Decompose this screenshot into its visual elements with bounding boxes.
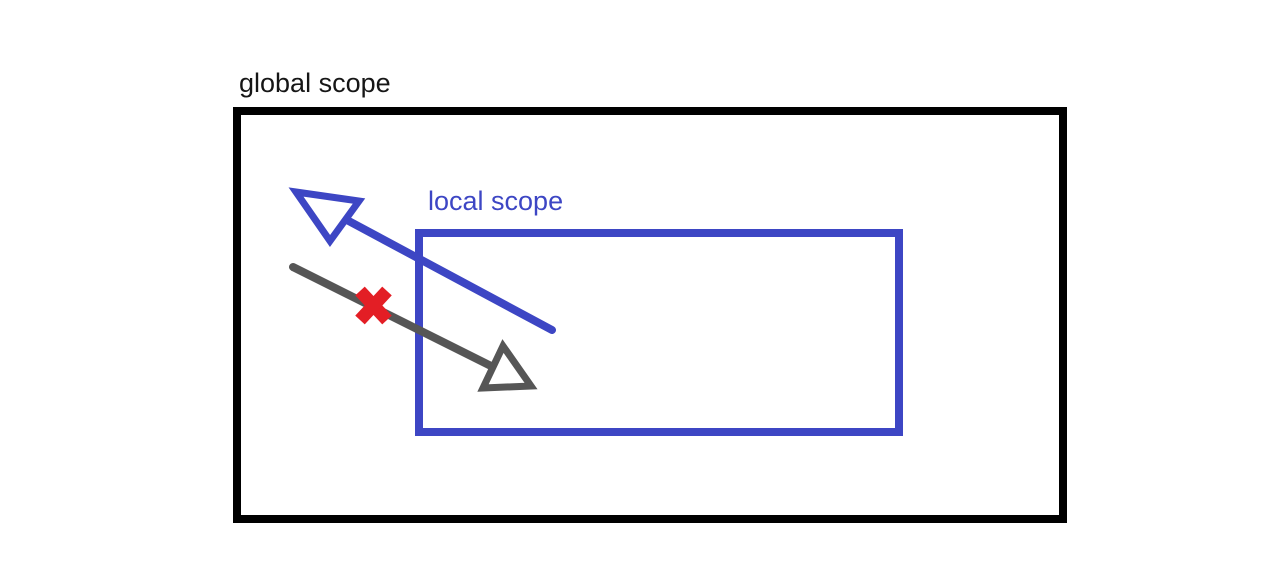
global-to-local-arrow	[289, 263, 538, 392]
red-x-icon	[355, 286, 392, 325]
global-to-local-arrowhead-icon	[477, 339, 538, 392]
local-to-global-arrow	[288, 187, 556, 334]
global-scope-label: global scope	[239, 68, 391, 98]
local-to-global-arrowhead-icon	[288, 187, 366, 248]
local-scope-label: local scope	[428, 186, 563, 216]
local-to-global-arrow-shaft	[341, 215, 556, 334]
local-scope-box	[415, 229, 903, 436]
red-x-stroke-b	[355, 286, 392, 325]
global-scope-box	[233, 107, 1067, 523]
global-to-local-arrow-shaft	[289, 263, 495, 370]
